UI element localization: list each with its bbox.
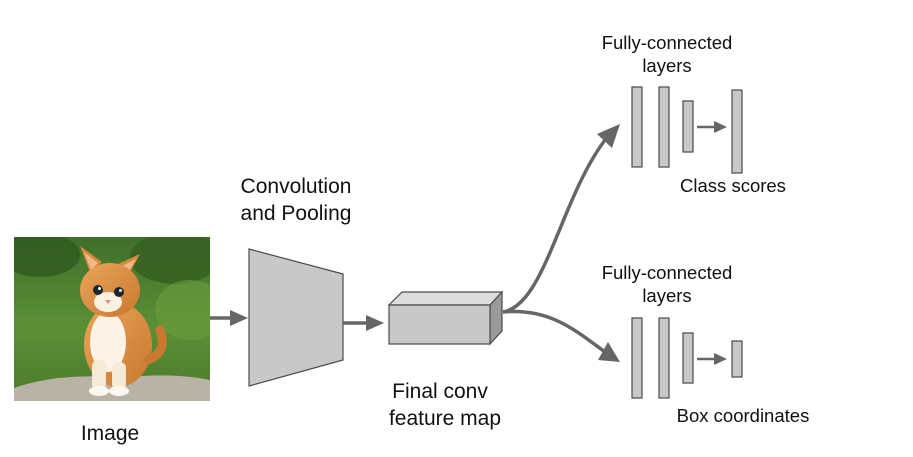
conv-pooling-block xyxy=(248,248,344,387)
arrow-to-class-scores xyxy=(697,121,727,133)
kitten-icon xyxy=(80,246,167,396)
fc-layer xyxy=(658,317,670,399)
conv-label-line1: Convolution xyxy=(241,175,352,198)
fc-top-layers xyxy=(631,86,743,174)
feature-label-line1: Final conv xyxy=(392,380,488,403)
foliage-blob xyxy=(130,237,210,284)
arrow-feature-to-class-branch xyxy=(502,124,620,314)
box-coordinates-label: Box coordinates xyxy=(677,405,810,426)
fc-top-label-line2: layers xyxy=(642,55,691,76)
fc-layer xyxy=(682,100,694,153)
fc-layer xyxy=(631,317,643,399)
class-scores-label: Class scores xyxy=(680,175,786,196)
fc-bottom-layers xyxy=(631,317,743,399)
arrow-to-box-coordinates xyxy=(697,353,727,365)
conv-label-line2: and Pooling xyxy=(241,202,352,225)
foliage-blob xyxy=(155,280,210,340)
fc-layer xyxy=(658,86,670,168)
arrow-feature-to-box-branch xyxy=(502,309,620,362)
input-image xyxy=(14,237,210,401)
arrow-image-to-conv xyxy=(210,310,248,326)
fc-layer xyxy=(631,86,643,168)
fc-layer xyxy=(682,332,694,384)
foliage-blob xyxy=(14,237,80,277)
feature-map-block xyxy=(387,290,504,346)
feature-label-line2: feature map xyxy=(389,407,501,430)
image-label: Image xyxy=(81,422,139,445)
box-coordinates-layer xyxy=(731,340,743,378)
fc-top-label-line1: Fully-connected xyxy=(602,32,733,53)
fc-bottom-label-line1: Fully-connected xyxy=(602,262,733,283)
arrow-conv-to-feature xyxy=(343,315,384,331)
fc-bottom-label-line2: layers xyxy=(642,285,691,306)
class-scores-layer xyxy=(731,89,743,174)
